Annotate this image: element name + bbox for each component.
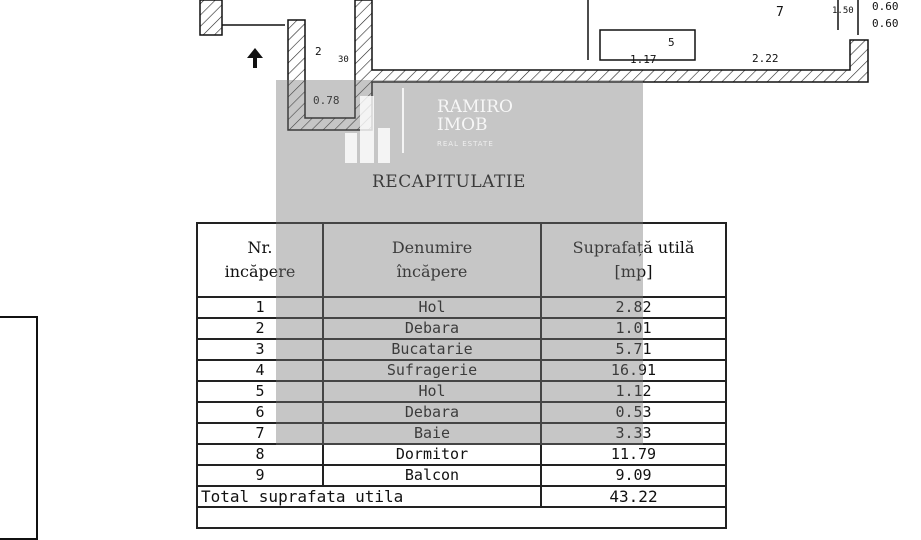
cell-name: Sufragerie xyxy=(322,359,542,382)
cell-nr: 9 xyxy=(196,464,324,487)
area-summary-table: Nr. incăpere Denumire încăpere Suprafață… xyxy=(196,222,727,529)
cell-name: Debara xyxy=(322,317,542,340)
cell-nr: 8 xyxy=(196,443,324,466)
cut-off-cell xyxy=(196,506,727,529)
cell-name: Debara xyxy=(322,401,542,424)
header-room-name: Denumire încăpere xyxy=(322,222,542,298)
cell-area: 9.09 xyxy=(540,464,727,487)
room-marker: 5 xyxy=(668,36,675,49)
cell-name: Dormitor xyxy=(322,443,542,466)
arrow-up-icon xyxy=(247,48,263,68)
side-frame xyxy=(0,316,38,540)
watermark-line1: RAMIRO xyxy=(437,97,513,117)
cell-nr: 3 xyxy=(196,338,324,361)
dimension-label: 0.78 xyxy=(313,94,340,107)
total-row: Total suprafata utila 43.22 xyxy=(196,485,727,508)
header-area: Suprafață utilă [mp] xyxy=(540,222,727,298)
watermark-subtitle: REAL ESTATE xyxy=(437,140,494,148)
room-marker: 7 xyxy=(776,5,784,20)
table-header-row: Nr. incăpere Denumire încăpere Suprafață… xyxy=(196,222,727,298)
dimension-label: 30 xyxy=(338,55,349,65)
watermark-overlay xyxy=(276,80,643,445)
dimension-label: 1.17 xyxy=(630,53,657,66)
section-title: RECAPITULATIE xyxy=(372,172,526,192)
cell-area: 16.91 xyxy=(540,359,727,382)
total-value: 43.22 xyxy=(540,485,727,508)
total-label: Total suprafata utila xyxy=(196,485,542,508)
dimension-label: 0.60 xyxy=(872,17,899,30)
cell-area: 1.01 xyxy=(540,317,727,340)
cell-area: 3.33 xyxy=(540,422,727,445)
watermark-line2: IMOB xyxy=(437,115,488,135)
cell-area: 5.71 xyxy=(540,338,727,361)
cell-name: Baie xyxy=(322,422,542,445)
cell-nr: 1 xyxy=(196,296,324,319)
cell-nr: 5 xyxy=(196,380,324,403)
room-marker: 2 xyxy=(315,45,322,58)
cell-area: 11.79 xyxy=(540,443,727,466)
cell-area: 2.82 xyxy=(540,296,727,319)
watermark-logo-icon xyxy=(345,88,404,163)
cell-name: Balcon xyxy=(322,464,542,487)
cell-area: 1.12 xyxy=(540,380,727,403)
cell-nr: 2 xyxy=(196,317,324,340)
dimension-label: 0.60 xyxy=(872,0,899,13)
cell-name: Hol xyxy=(322,380,542,403)
cut-off-row xyxy=(196,506,727,529)
cell-area: 0.53 xyxy=(540,401,727,424)
cell-nr: 4 xyxy=(196,359,324,382)
header-room-number: Nr. incăpere xyxy=(196,222,324,298)
dimension-label: 2.22 xyxy=(752,52,779,65)
cell-name: Hol xyxy=(322,296,542,319)
cell-nr: 6 xyxy=(196,401,324,424)
cell-nr: 7 xyxy=(196,422,324,445)
cell-name: Bucatarie xyxy=(322,338,542,361)
watermark-text: RAMIRO IMOB xyxy=(437,98,513,134)
dimension-label: 1.50 xyxy=(832,6,854,16)
